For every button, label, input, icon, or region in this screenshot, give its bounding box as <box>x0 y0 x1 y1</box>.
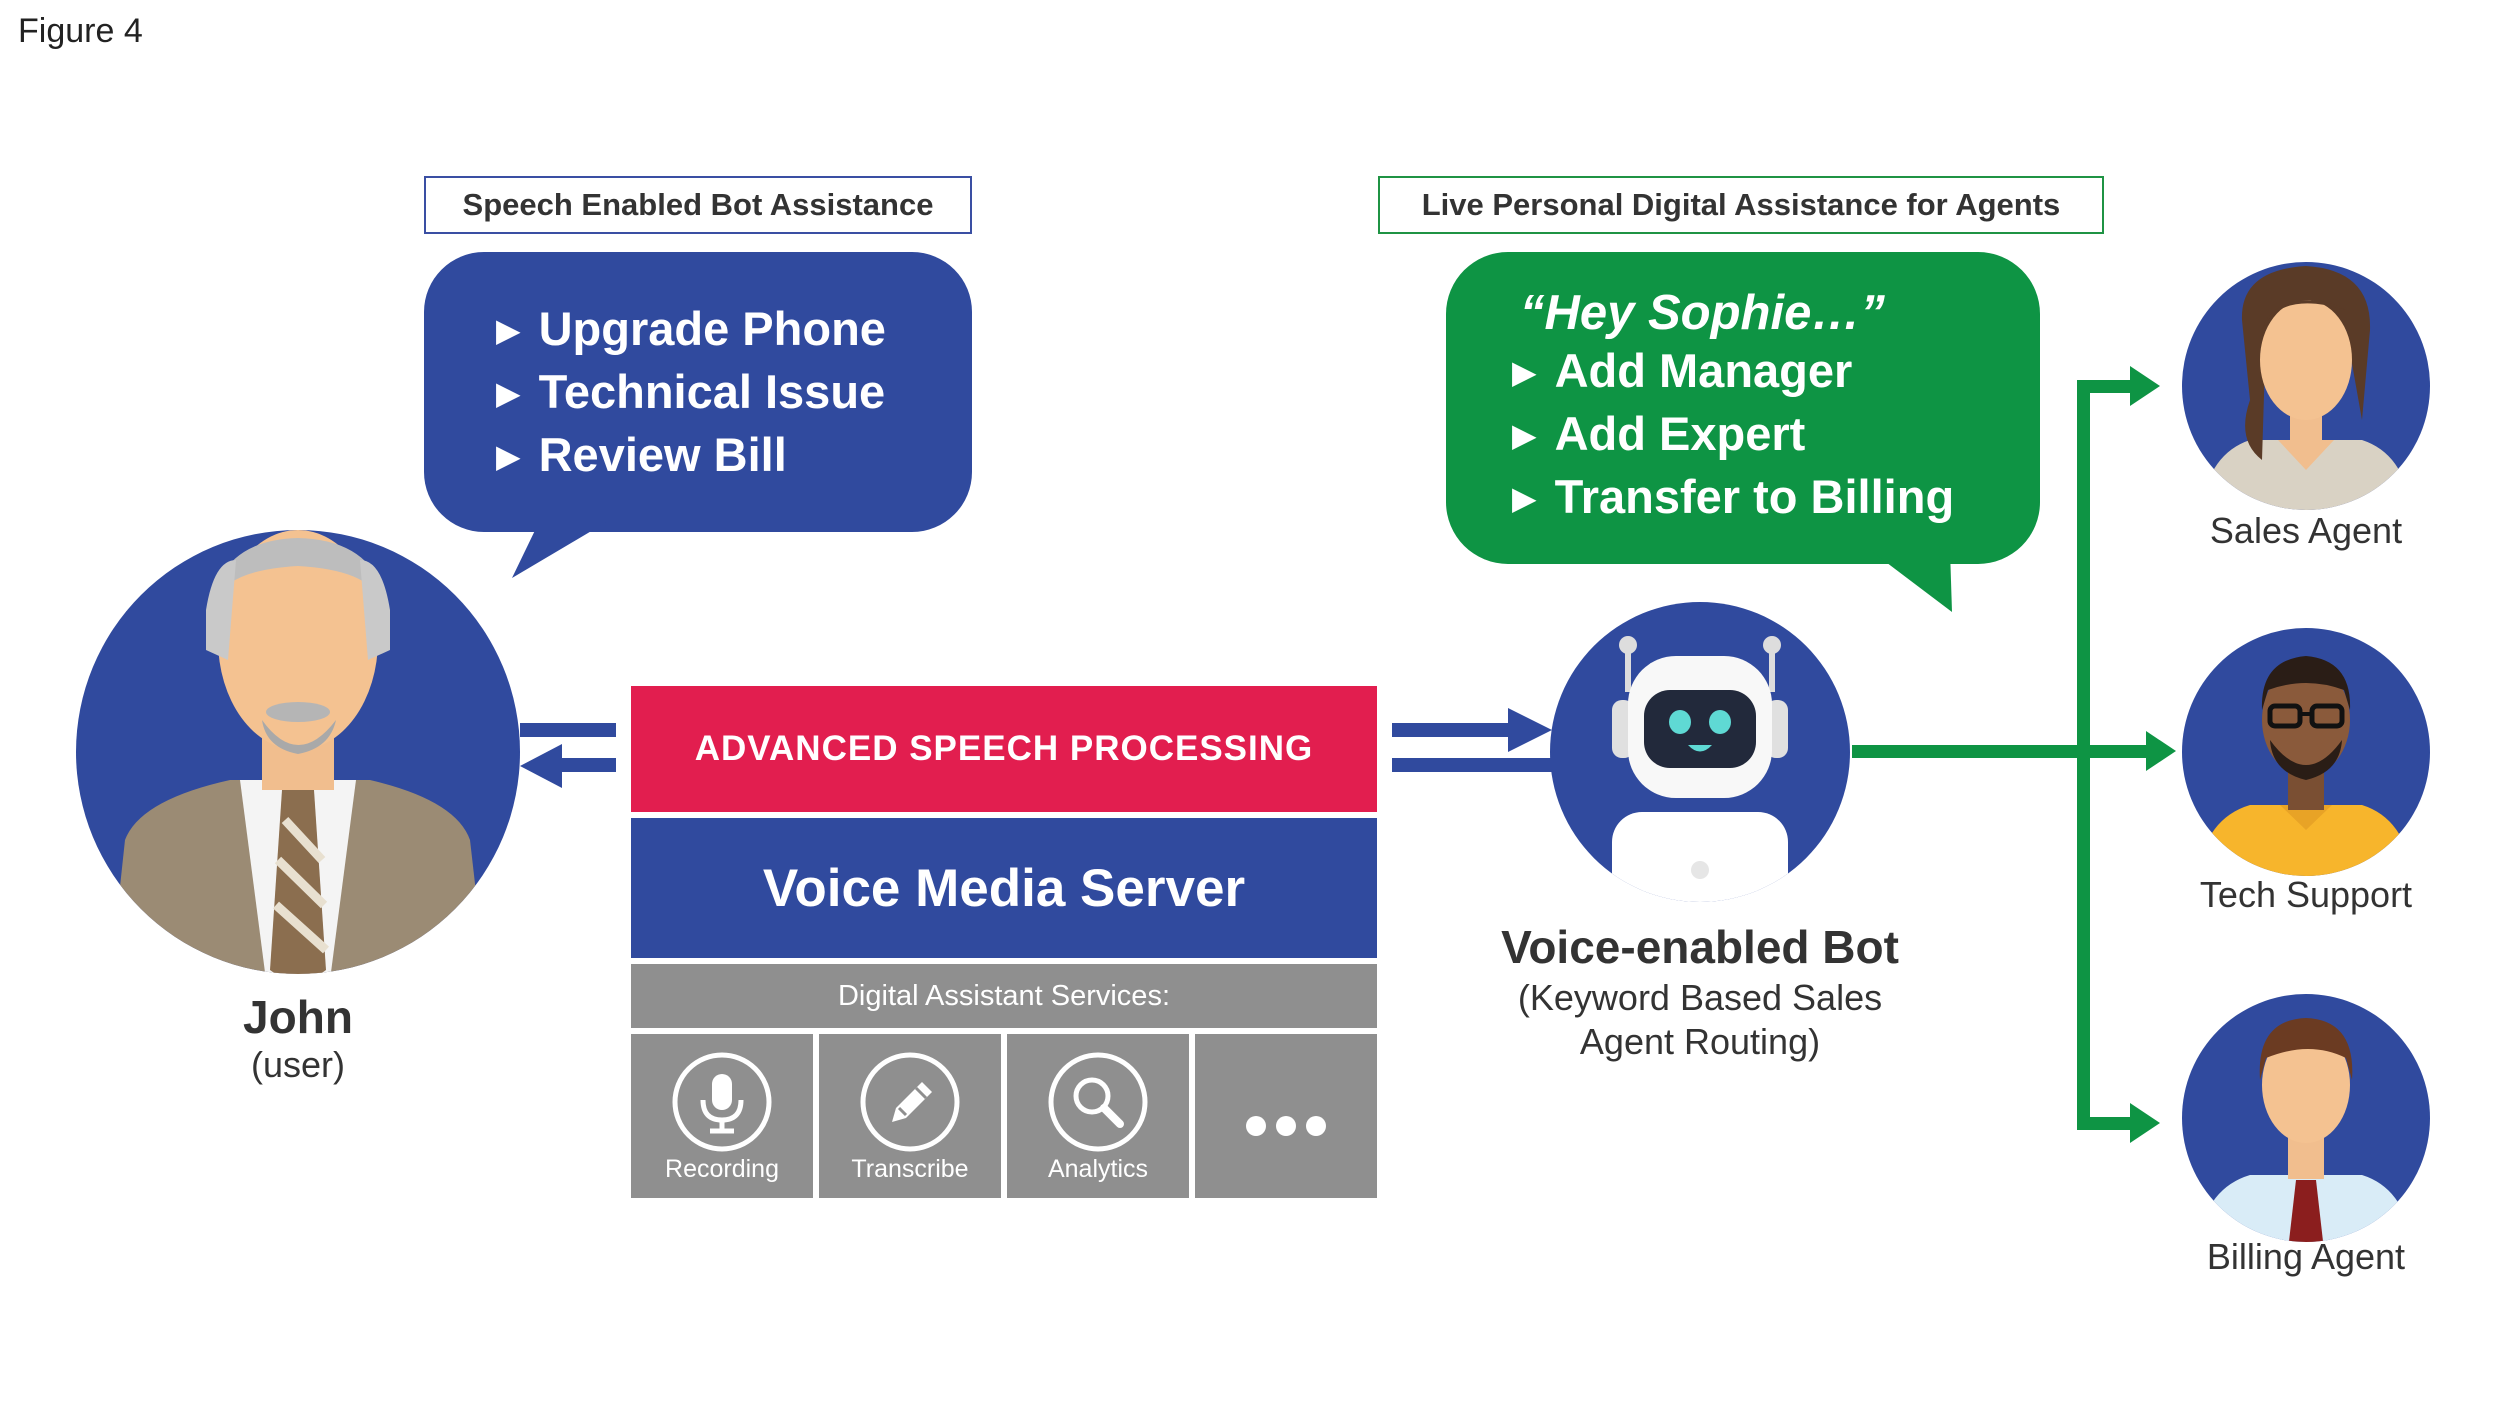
service-label: Recording <box>665 1155 779 1183</box>
agent-options-list: “Hey Sophie…” Add Manager Add Expert Tra… <box>1512 284 1954 531</box>
services-header: Digital Assistant Services: <box>631 964 1377 1028</box>
option-technical-issue: Technical Issue <box>496 363 886 426</box>
service-label: Analytics <box>1047 1155 1149 1183</box>
service-transcribe: Transcribe <box>819 1034 1001 1198</box>
stack-bot-arrows <box>1392 708 1552 772</box>
billing-agent-avatar <box>2182 994 2430 1242</box>
option-upgrade-phone: Upgrade Phone <box>496 300 886 363</box>
option-review-bill: Review Bill <box>496 426 886 489</box>
option-transfer-billing: Transfer to Billing <box>1512 468 1955 531</box>
bot-description-line1: (Keyword Based Sales <box>1517 977 1883 1018</box>
sales-agent-label: Sales Agent <box>2209 510 2403 551</box>
user-options-list: Upgrade Phone Technical Issue Review Bil… <box>496 300 886 489</box>
voice-media-server-block: Voice Media Server <box>631 818 1377 958</box>
tech-support-label: Tech Support <box>2199 874 2413 915</box>
more-dots-icon <box>1246 1116 1326 1136</box>
service-recording: Recording <box>631 1034 813 1198</box>
wake-phrase: “Hey Sophie…” <box>1520 286 1885 340</box>
pencil-icon <box>860 1052 960 1152</box>
user-stack-arrows <box>520 723 616 788</box>
magnifier-icon <box>1048 1052 1148 1152</box>
john-avatar <box>76 530 520 974</box>
bot-caption: Voice-enabled Bot (Keyword Based Sales A… <box>1420 918 1980 1064</box>
tech-support-avatar <box>2182 628 2430 876</box>
service-label: Transcribe <box>851 1155 969 1183</box>
speech-processing-block: ADVANCED SPEECH PROCESSING <box>631 686 1377 812</box>
service-more <box>1195 1034 1377 1198</box>
billing-agent-label: Billing Agent <box>2206 1236 2406 1277</box>
user-caption: John (user) <box>148 990 448 1086</box>
bot-assistance-title: Speech Enabled Bot Assistance <box>424 176 972 234</box>
option-add-manager: Add Manager <box>1512 342 1954 405</box>
live-assistance-title: Live Personal Digital Assistance for Age… <box>1378 176 2104 234</box>
figure-label: Figure 4 <box>18 12 143 50</box>
user-name: John <box>243 991 353 1043</box>
bot-name: Voice-enabled Bot <box>1501 921 1899 973</box>
option-add-expert: Add Expert <box>1512 405 1954 468</box>
bot-avatar <box>1550 602 1850 902</box>
routing-arrows <box>1852 366 2176 1143</box>
service-analytics: Analytics <box>1007 1034 1189 1198</box>
bot-description-line2: Agent Routing) <box>1579 1021 1821 1062</box>
user-role: (user) <box>250 1044 345 1085</box>
microphone-icon <box>672 1052 772 1152</box>
sales-agent-avatar <box>2182 262 2430 510</box>
